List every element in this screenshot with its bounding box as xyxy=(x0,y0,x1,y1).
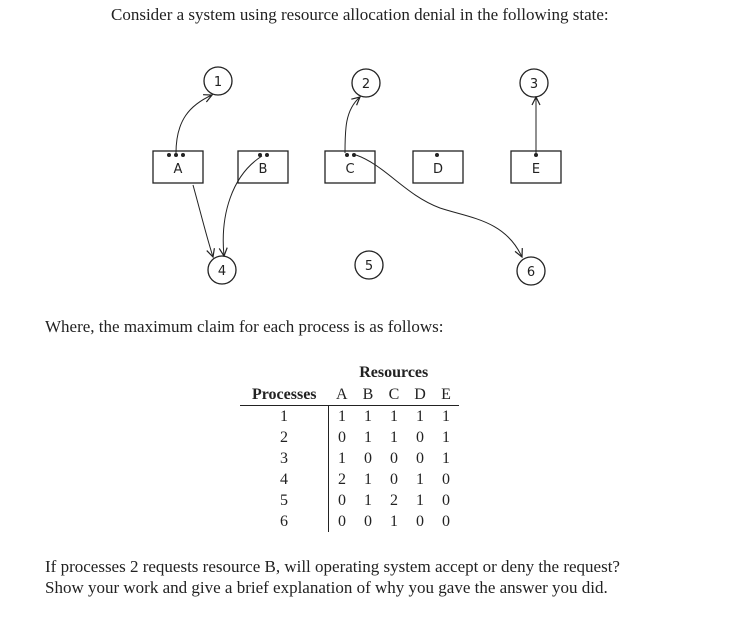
claim-value: 0 xyxy=(390,449,398,467)
resource-instance-dot xyxy=(174,153,178,157)
claim-value: 1 xyxy=(390,428,398,446)
process-label-2: 2 xyxy=(362,77,370,92)
claim-value: 0 xyxy=(442,491,450,509)
resource-instance-dot xyxy=(258,153,262,157)
resource-label-b: B xyxy=(259,162,268,177)
column-header-a: A xyxy=(328,384,355,406)
claim-value: 0 xyxy=(338,428,346,446)
claim-value: 0 xyxy=(416,449,424,467)
claim-value: 1 xyxy=(390,512,398,530)
resource-node-e: E xyxy=(510,150,562,184)
claim-value: 2 xyxy=(338,470,346,488)
claim-value: 2 xyxy=(390,491,398,509)
process-id: 4 xyxy=(240,469,329,490)
process-label-6: 6 xyxy=(527,265,535,280)
resource-allocation-graph: 1 2 3 4 5 6 A B C D xyxy=(152,66,562,286)
process-label-5: 5 xyxy=(365,259,373,274)
max-claim-table: Resources Processes A B C D E 1 1 1 1 1 … xyxy=(240,362,459,532)
claim-value: 1 xyxy=(338,449,346,467)
edge-b-to-p4 xyxy=(223,155,263,256)
claim-value: 1 xyxy=(442,407,450,425)
claim-value: 1 xyxy=(442,449,450,467)
claim-value: 1 xyxy=(338,407,346,425)
table-row: 2 0 1 1 0 1 xyxy=(240,427,459,448)
claim-value: 1 xyxy=(364,407,372,425)
processes-header: Processes xyxy=(240,384,329,406)
question-line-1: If processes 2 requests resource B, will… xyxy=(45,557,620,576)
resource-instance-dot xyxy=(345,153,349,157)
column-header-b: B xyxy=(355,384,381,406)
claim-value: 1 xyxy=(416,491,424,509)
table-row: 6 0 0 1 0 0 xyxy=(240,511,459,532)
edge-c-to-p2 xyxy=(344,97,360,154)
edge-c-to-p6 xyxy=(355,154,522,257)
claim-value: 1 xyxy=(364,470,372,488)
table-header-row: Processes A B C D E xyxy=(240,384,459,406)
claim-value: 0 xyxy=(338,512,346,530)
claim-value: 1 xyxy=(390,407,398,425)
resource-instance-dot xyxy=(167,153,171,157)
column-header-d: D xyxy=(407,384,433,406)
resource-instance-dot xyxy=(435,153,439,157)
claim-value: 1 xyxy=(364,428,372,446)
claim-value: 0 xyxy=(364,512,372,530)
process-id: 5 xyxy=(240,490,329,511)
process-node-5: 5 xyxy=(354,250,384,280)
resource-label-c: C xyxy=(345,162,354,177)
claim-value: 0 xyxy=(390,470,398,488)
claim-value: 0 xyxy=(416,512,424,530)
resource-instance-dot xyxy=(181,153,185,157)
table-corner xyxy=(240,362,329,384)
table-row: 3 1 0 0 0 1 xyxy=(240,448,459,469)
claim-value: 0 xyxy=(442,470,450,488)
resource-instance-dot xyxy=(265,153,269,157)
resource-node-c: C xyxy=(324,150,376,184)
intro-text: Consider a system using resource allocat… xyxy=(111,5,609,24)
resources-header: Resources xyxy=(359,364,429,381)
claim-value: 1 xyxy=(416,407,424,425)
resource-label-e: E xyxy=(532,162,540,177)
edge-a-to-p1 xyxy=(175,95,212,154)
process-label-1: 1 xyxy=(214,75,222,90)
max-claim-caption: Where, the maximum claim for each proces… xyxy=(45,317,444,336)
resource-instance-dot xyxy=(352,153,356,157)
process-node-2: 2 xyxy=(351,68,381,98)
claim-value: 0 xyxy=(442,512,450,530)
resource-node-d: D xyxy=(412,150,464,184)
claim-value: 0 xyxy=(338,491,346,509)
claim-value: 1 xyxy=(364,491,372,509)
process-label-3: 3 xyxy=(530,77,538,92)
process-id: 1 xyxy=(240,405,329,427)
resource-label-a: A xyxy=(174,162,183,177)
table-row: 5 0 1 2 1 0 xyxy=(240,490,459,511)
process-id: 3 xyxy=(240,448,329,469)
question-line-2: Show your work and give a brief explanat… xyxy=(45,578,608,597)
resource-label-d: D xyxy=(433,162,443,177)
process-id: 2 xyxy=(240,427,329,448)
process-node-1: 1 xyxy=(203,66,233,96)
table-row: 1 1 1 1 1 1 xyxy=(240,405,459,427)
resource-node-a: A xyxy=(152,150,204,184)
claim-value: 1 xyxy=(442,428,450,446)
claim-value: 0 xyxy=(416,428,424,446)
table-row: 4 2 1 0 1 0 xyxy=(240,469,459,490)
process-node-6: 6 xyxy=(516,256,546,286)
edge-p4-to-a xyxy=(192,184,213,257)
process-label-4: 4 xyxy=(218,264,226,279)
claim-value: 0 xyxy=(364,449,372,467)
column-header-e: E xyxy=(433,384,459,406)
claim-value: 1 xyxy=(416,470,424,488)
column-header-c: C xyxy=(381,384,407,406)
resource-instance-dot xyxy=(534,153,538,157)
resource-node-b: B xyxy=(237,150,289,184)
question-text: If processes 2 requests resource B, will… xyxy=(45,556,620,598)
process-node-3: 3 xyxy=(519,68,549,98)
process-id: 6 xyxy=(240,511,329,532)
process-node-4: 4 xyxy=(207,255,237,285)
